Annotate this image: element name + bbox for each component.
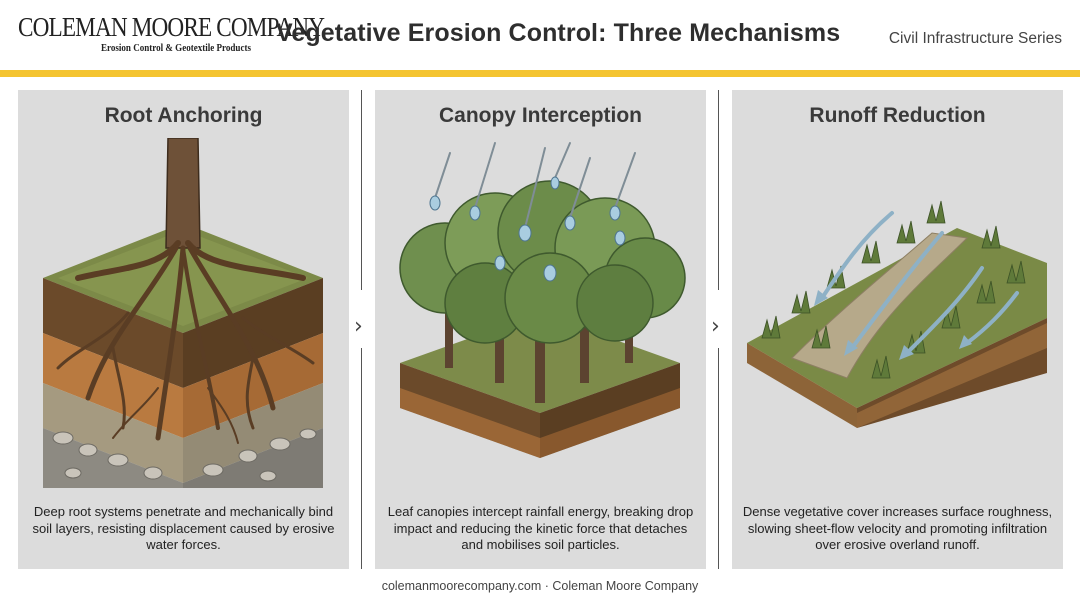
divider-line	[718, 90, 719, 290]
panel-runoff-reduction: Runoff Reduction	[732, 90, 1063, 569]
arrow-connector-1: ›	[349, 90, 375, 569]
panel-heading: Runoff Reduction	[809, 104, 986, 127]
canopy-interception-illustration	[399, 142, 686, 458]
panel-root-anchoring: Root Anchoring	[18, 90, 349, 569]
footer-text: colemanmoorecompany.com · Coleman Moore …	[381, 579, 699, 593]
brand-name: COLEMAN MOORE COMPANY	[18, 12, 325, 42]
divider-line	[361, 90, 362, 290]
panel-description: Deep root systems penetrate and mechanic…	[32, 504, 335, 552]
page-title: Vegetative Erosion Control: Three Mechan…	[276, 19, 841, 47]
header: COLEMAN MOORE COMPANY Erosion Control & …	[0, 0, 1080, 72]
panel-description: Dense vegetative cover increases surface…	[742, 504, 1053, 552]
brand-tagline: Erosion Control & Geotextile Products	[101, 43, 251, 54]
divider-line	[718, 348, 719, 569]
series-label: Civil Infrastructure Series	[888, 30, 1062, 47]
chevron-right-icon: ›	[354, 314, 363, 339]
panel-heading: Canopy Interception	[438, 104, 643, 127]
divider-line	[361, 348, 362, 569]
chevron-right-icon: ›	[711, 314, 720, 339]
arrow-connector-2: ›	[706, 90, 732, 569]
panel-canopy-interception: Canopy Interception	[375, 90, 706, 569]
company-logo: COLEMAN MOORE COMPANY Erosion Control & …	[18, 12, 325, 54]
panel-heading: Root Anchoring	[104, 104, 263, 127]
root-anchoring-illustration	[43, 138, 323, 488]
panel-description: Leaf canopies intercept rainfall energy,…	[387, 504, 694, 552]
accent-bar	[0, 70, 1080, 77]
runoff-reduction-illustration	[747, 200, 1047, 428]
